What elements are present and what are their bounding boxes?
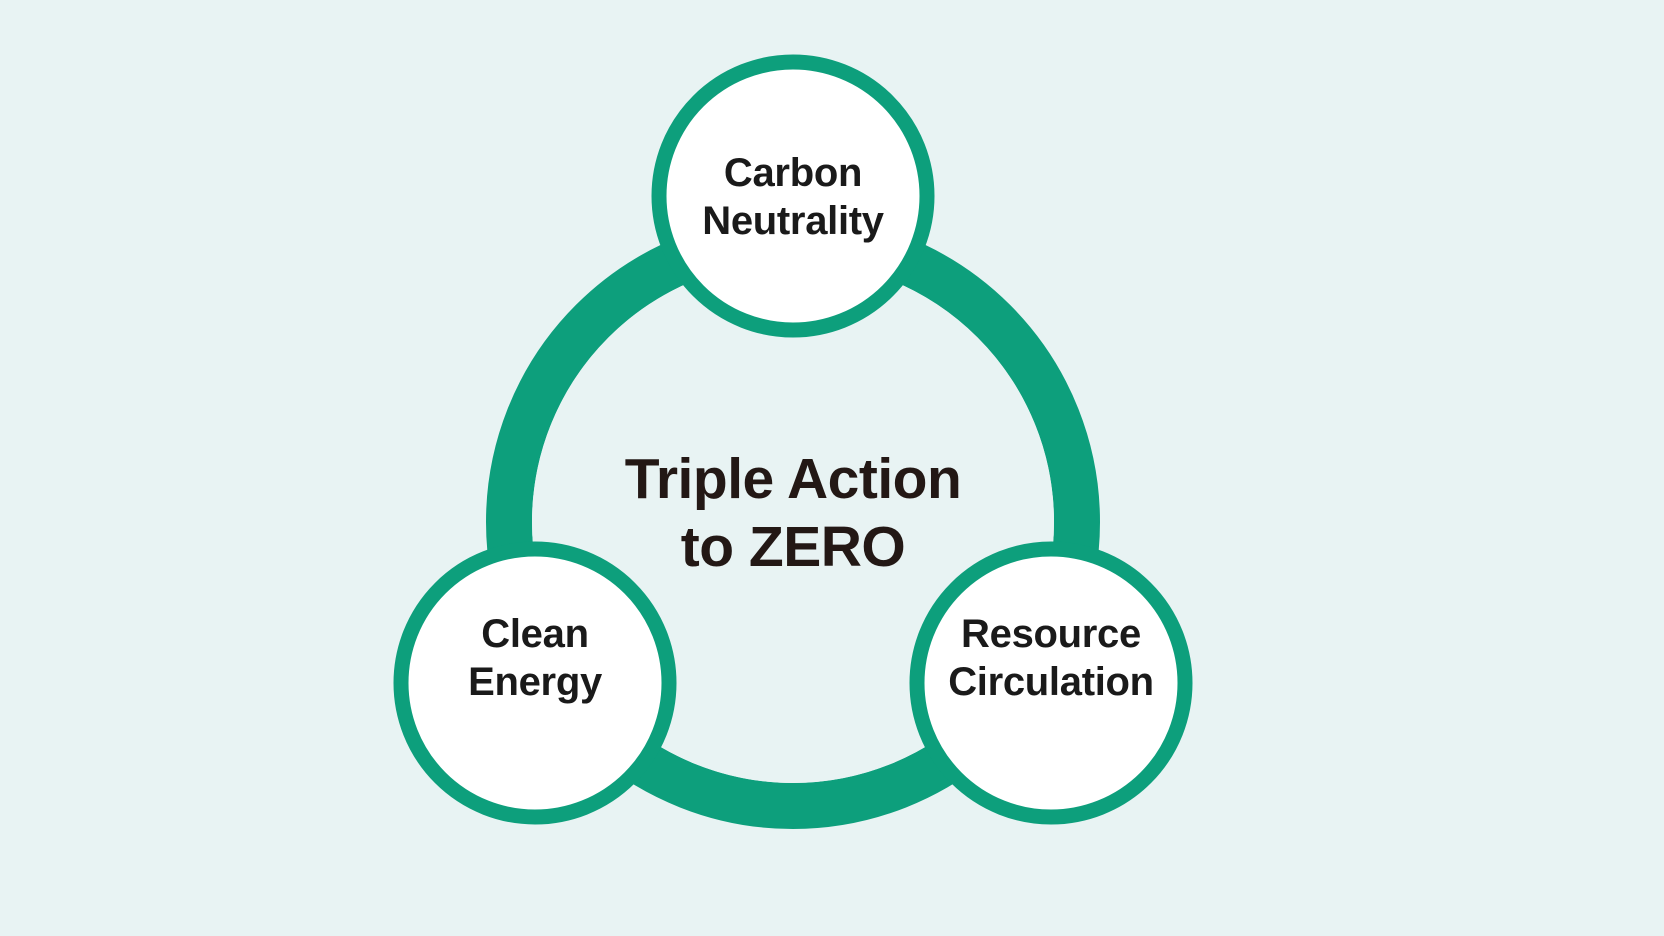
node-clean-energy-circle[interactable] xyxy=(393,541,677,825)
center-title-line1: Triple Action xyxy=(625,447,962,511)
node-resource-circulation-label-line1: Resource xyxy=(961,612,1141,656)
node-carbon-neutrality-circle[interactable] xyxy=(651,54,935,338)
node-resource-circulation[interactable]: Resource Circulation xyxy=(909,541,1193,825)
node-carbon-neutrality[interactable]: Carbon Neutrality xyxy=(651,54,935,338)
node-clean-energy[interactable]: Clean Energy xyxy=(393,541,677,825)
node-resource-circulation-circle[interactable] xyxy=(909,541,1193,825)
node-clean-energy-label-line2: Energy xyxy=(468,660,603,704)
node-carbon-neutrality-label-line2: Neutrality xyxy=(702,199,885,243)
node-clean-energy-label-line1: Clean xyxy=(481,612,588,656)
center-title-line2: to ZERO xyxy=(681,515,905,579)
node-resource-circulation-label-line2: Circulation xyxy=(948,660,1154,704)
node-carbon-neutrality-label-line1: Carbon xyxy=(724,151,862,195)
center-title: Triple Action to ZERO xyxy=(625,447,962,579)
